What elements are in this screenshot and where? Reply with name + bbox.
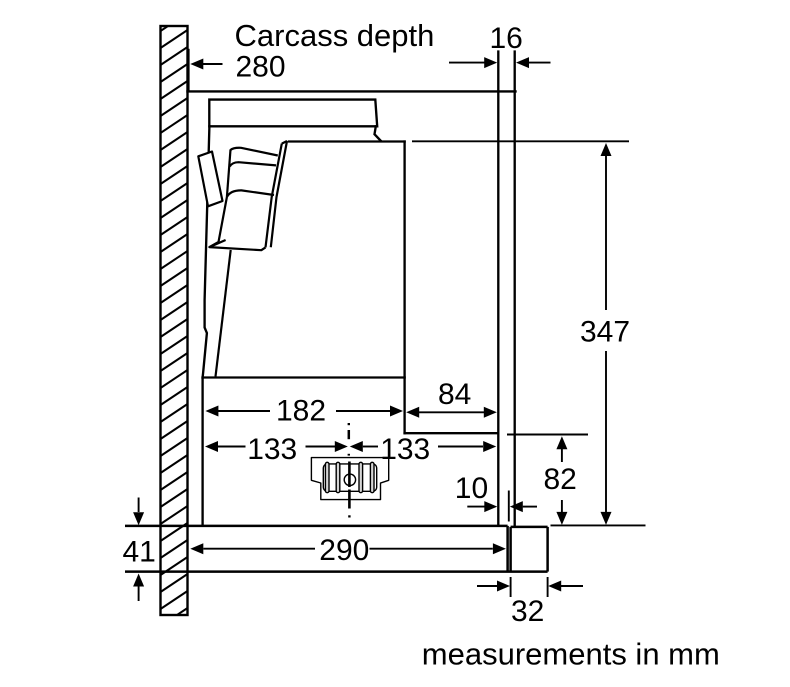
svg-text:16: 16: [490, 22, 523, 55]
svg-text:84: 84: [438, 378, 471, 411]
svg-text:133: 133: [380, 433, 430, 466]
svg-text:Carcass depth: Carcass depth: [235, 18, 435, 53]
svg-text:82: 82: [544, 463, 577, 496]
svg-text:347: 347: [580, 316, 630, 349]
svg-text:10: 10: [455, 472, 488, 505]
svg-text:133: 133: [247, 433, 297, 466]
svg-text:32: 32: [511, 595, 544, 628]
svg-text:41: 41: [123, 536, 156, 569]
svg-text:280: 280: [236, 50, 286, 83]
svg-text:182: 182: [276, 395, 326, 428]
svg-text:290: 290: [319, 534, 369, 567]
svg-text:measurements in mm: measurements in mm: [422, 637, 720, 672]
